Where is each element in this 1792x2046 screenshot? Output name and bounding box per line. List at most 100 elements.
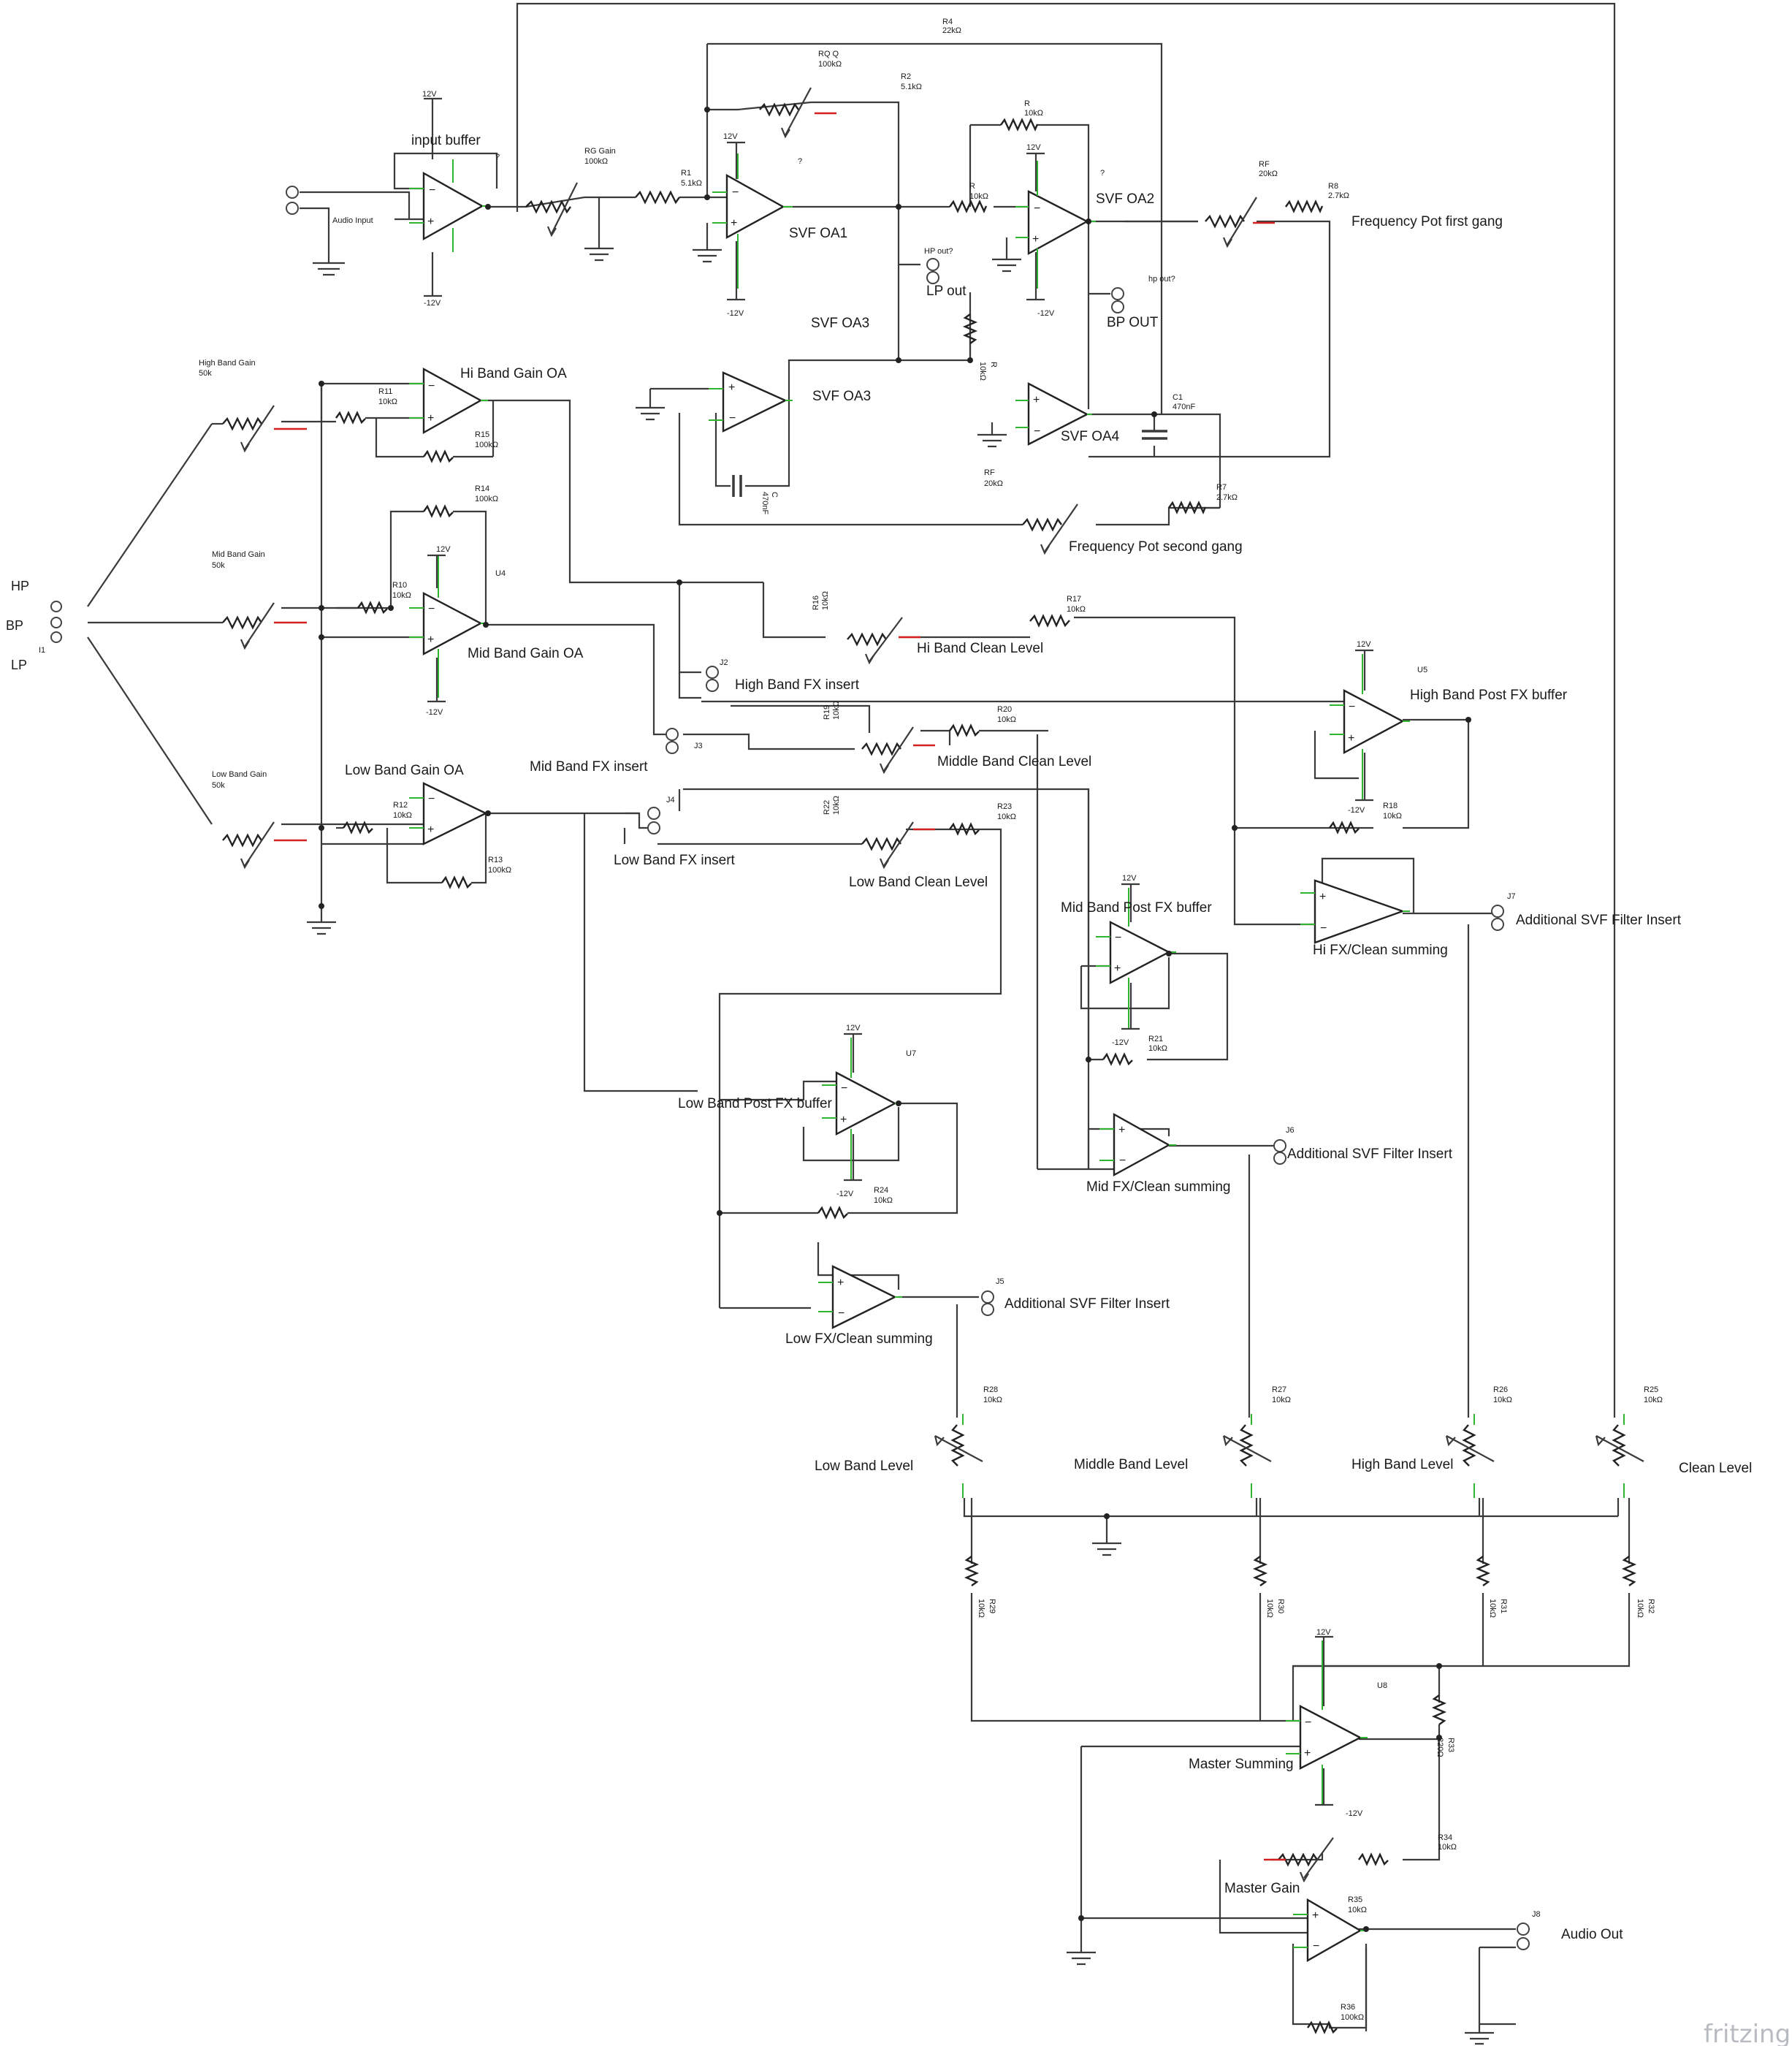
r15-value: 100kΩ xyxy=(475,441,498,449)
r29-value: 10kΩ xyxy=(977,1599,985,1618)
resistor-r24 xyxy=(817,1206,848,1220)
opamp-master-gain: +− xyxy=(1306,1898,1362,1963)
svg-text:−: − xyxy=(428,793,435,805)
supply-neg: -12V xyxy=(424,299,441,308)
r13-value: 100kΩ xyxy=(488,866,511,875)
u8-label: U8 xyxy=(1377,1681,1387,1690)
input-buffer-q: ? xyxy=(495,153,500,161)
u8-supply-neg: -12V xyxy=(1346,1809,1363,1818)
svf-supply-neg: -12V xyxy=(727,309,744,318)
r4-name: R4 xyxy=(942,18,953,26)
freq-first-label: Frequency Pot first gang xyxy=(1351,214,1503,229)
svf-oa3-label-a: SVF OA3 xyxy=(811,316,869,331)
low-gain-pot-value: 50k xyxy=(212,781,225,790)
svg-text:−: − xyxy=(1320,922,1327,935)
jack-j4[interactable] xyxy=(647,807,660,834)
jacks xyxy=(50,186,1530,1950)
u7-label: U7 xyxy=(906,1049,916,1058)
opamp-svf-oa3: +− xyxy=(722,371,788,433)
r2-value: 5.1kΩ xyxy=(901,83,922,91)
resistor-r14 xyxy=(423,504,454,518)
freq-second-label: Frequency Pot second gang xyxy=(1069,539,1243,555)
resistor-r20 xyxy=(949,723,980,737)
r-mid-name: R xyxy=(969,182,975,191)
r7-value: 2.7kΩ xyxy=(1216,493,1238,502)
r-top-value: 10kΩ xyxy=(1024,109,1043,118)
rqq-name: RQ Q xyxy=(818,50,839,58)
resistor-r12 xyxy=(343,821,373,834)
r18-name: R18 xyxy=(1383,802,1398,810)
rf1-value: 20kΩ xyxy=(1259,170,1278,178)
resistor-r10 xyxy=(357,601,388,615)
resistor-r17 xyxy=(1029,614,1070,628)
j6-label: J6 xyxy=(1286,1126,1295,1135)
jack-j8[interactable] xyxy=(1517,1923,1530,1950)
j4-label: J4 xyxy=(666,796,675,805)
jack-j5[interactable] xyxy=(981,1290,994,1316)
r35-value: 10kΩ xyxy=(1348,1906,1367,1914)
u4-label: U4 xyxy=(495,569,506,578)
hp-out-q: HP out? xyxy=(924,247,953,256)
audio-out-label: Audio Out xyxy=(1561,1927,1623,1942)
r24-value: 10kΩ xyxy=(874,1196,893,1205)
svg-text:−: − xyxy=(1313,1940,1319,1952)
low-sum-label: Low FX/Clean summing xyxy=(785,1331,933,1347)
svf2-supply-pos: 12V xyxy=(1026,143,1041,152)
r35-name: R35 xyxy=(1348,1895,1362,1904)
high-gain-pot-value: 50k xyxy=(199,369,212,378)
r36-value: 100kΩ xyxy=(1341,2013,1364,2022)
jack-bp-out[interactable] xyxy=(1111,287,1124,313)
hp-out-q2: hp out? xyxy=(1148,275,1175,284)
svf-q2: ? xyxy=(1100,169,1105,178)
r33-name: R33 xyxy=(1446,1738,1455,1752)
j8-label: J8 xyxy=(1532,1910,1541,1919)
mid-supply-neg: -12V xyxy=(426,708,443,717)
jack-j6[interactable] xyxy=(1273,1139,1286,1165)
low-post-label: Low Band Post FX buffer xyxy=(678,1096,833,1111)
svg-text:−: − xyxy=(1349,701,1355,713)
r32-name: R32 xyxy=(1647,1599,1655,1613)
svg-text:−: − xyxy=(429,184,435,197)
r19-value: 10kΩ xyxy=(832,701,841,720)
r14-name: R14 xyxy=(475,484,489,493)
opamp-svf-oa4: +− xyxy=(1027,382,1089,446)
ground-icon xyxy=(307,913,336,935)
r11-value: 10kΩ xyxy=(378,398,397,406)
svg-text:−: − xyxy=(428,380,435,392)
jack-audio-input[interactable] xyxy=(286,186,299,215)
opamp-mid-gain: −+ xyxy=(422,592,483,656)
jack-j7[interactable] xyxy=(1491,905,1504,931)
svf2-supply-neg: -12V xyxy=(1037,309,1055,318)
r8-value: 2.7kΩ xyxy=(1328,191,1349,200)
resistor-r30 xyxy=(1252,1556,1268,1586)
rf2-value: 20kΩ xyxy=(984,479,1003,488)
potentiometers xyxy=(222,87,1644,1883)
r20-name: R20 xyxy=(997,705,1012,714)
r33-value: 220Ω xyxy=(1435,1738,1444,1757)
r23-name: R23 xyxy=(997,802,1012,811)
c1-value: 470nF xyxy=(1173,403,1195,411)
lp-out-label: LP out xyxy=(926,284,966,299)
resistor-r11 xyxy=(335,411,366,425)
mid-gain-pot-name: Mid Band Gain xyxy=(212,550,265,559)
high-post-label: High Band Post FX buffer xyxy=(1410,688,1568,703)
r20-value: 10kΩ xyxy=(997,715,1016,724)
resistor-r-vert xyxy=(962,313,978,344)
j5-label: J5 xyxy=(996,1277,1004,1286)
opamp-hi-sum: +− xyxy=(1314,879,1406,944)
jack-selector[interactable] xyxy=(50,601,62,643)
resistor-r32 xyxy=(1621,1556,1637,1586)
opamp-high-post-buffer: −+ xyxy=(1343,689,1405,755)
mid-sum-label: Mid FX/Clean summing xyxy=(1086,1179,1230,1195)
wires xyxy=(87,2,1631,2031)
high-level-label: High Band Level xyxy=(1351,1457,1453,1472)
r32-value: 10kΩ xyxy=(1636,1599,1644,1618)
jack-lp-out[interactable] xyxy=(926,258,939,284)
hi-sum-label: Hi FX/Clean summing xyxy=(1313,943,1448,958)
jack-j3[interactable] xyxy=(666,728,679,754)
r11-name: R11 xyxy=(378,387,392,396)
svf-oa1-label: SVF OA1 xyxy=(789,226,847,241)
jack-j2[interactable] xyxy=(706,666,719,692)
mid-gain-pot-value: 50k xyxy=(212,561,225,570)
svg-text:+: + xyxy=(837,1277,844,1289)
